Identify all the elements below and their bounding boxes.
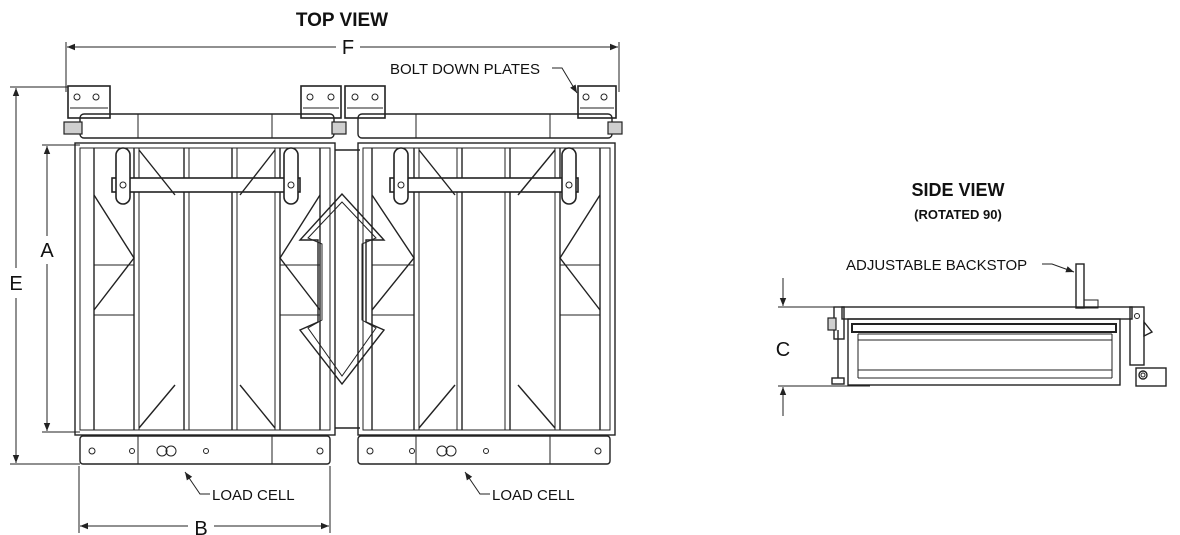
- dimension-c-label: C: [776, 339, 790, 361]
- dimension-b-label: B: [194, 518, 207, 535]
- callout-load-cell-right-text: LOAD CELL: [492, 487, 575, 504]
- callout-load-cell-left: LOAD CELL: [184, 471, 295, 504]
- side-view-title: SIDE VIEW: [911, 180, 1004, 200]
- dimension-e: E: [9, 86, 80, 465]
- side-view: SIDE VIEW (ROTATED 90) ADJUSTABLE BACKST…: [776, 180, 1167, 416]
- callout-load-cell-right: LOAD CELL: [464, 471, 575, 504]
- dimension-a: A: [40, 144, 80, 433]
- bolt-down-plates: [67, 85, 617, 119]
- dimension-e-label: E: [9, 273, 22, 295]
- callout-adjustable-backstop-text: ADJUSTABLE BACKSTOP: [846, 257, 1027, 274]
- dimension-a-label: A: [40, 240, 54, 262]
- callout-adjustable-backstop: ADJUSTABLE BACKSTOP: [846, 257, 1075, 274]
- dimension-b: B: [78, 466, 331, 535]
- dimension-c: C: [776, 278, 848, 416]
- dimension-f-label: F: [342, 37, 354, 59]
- callout-load-cell-left-text: LOAD CELL: [212, 487, 295, 504]
- left-scale-platform: [63, 113, 347, 465]
- callout-bolt-down-plates-text: BOLT DOWN PLATES: [390, 61, 540, 78]
- side-view-subtitle: (ROTATED 90): [914, 207, 1002, 222]
- side-view-scale: [827, 263, 1167, 387]
- top-view-title: TOP VIEW: [296, 10, 388, 31]
- dimension-f: F: [65, 37, 620, 92]
- top-view: TOP VIEW F E A: [9, 10, 623, 535]
- right-scale-platform: [357, 113, 623, 465]
- callout-bolt-down-plates: BOLT DOWN PLATES: [390, 61, 578, 94]
